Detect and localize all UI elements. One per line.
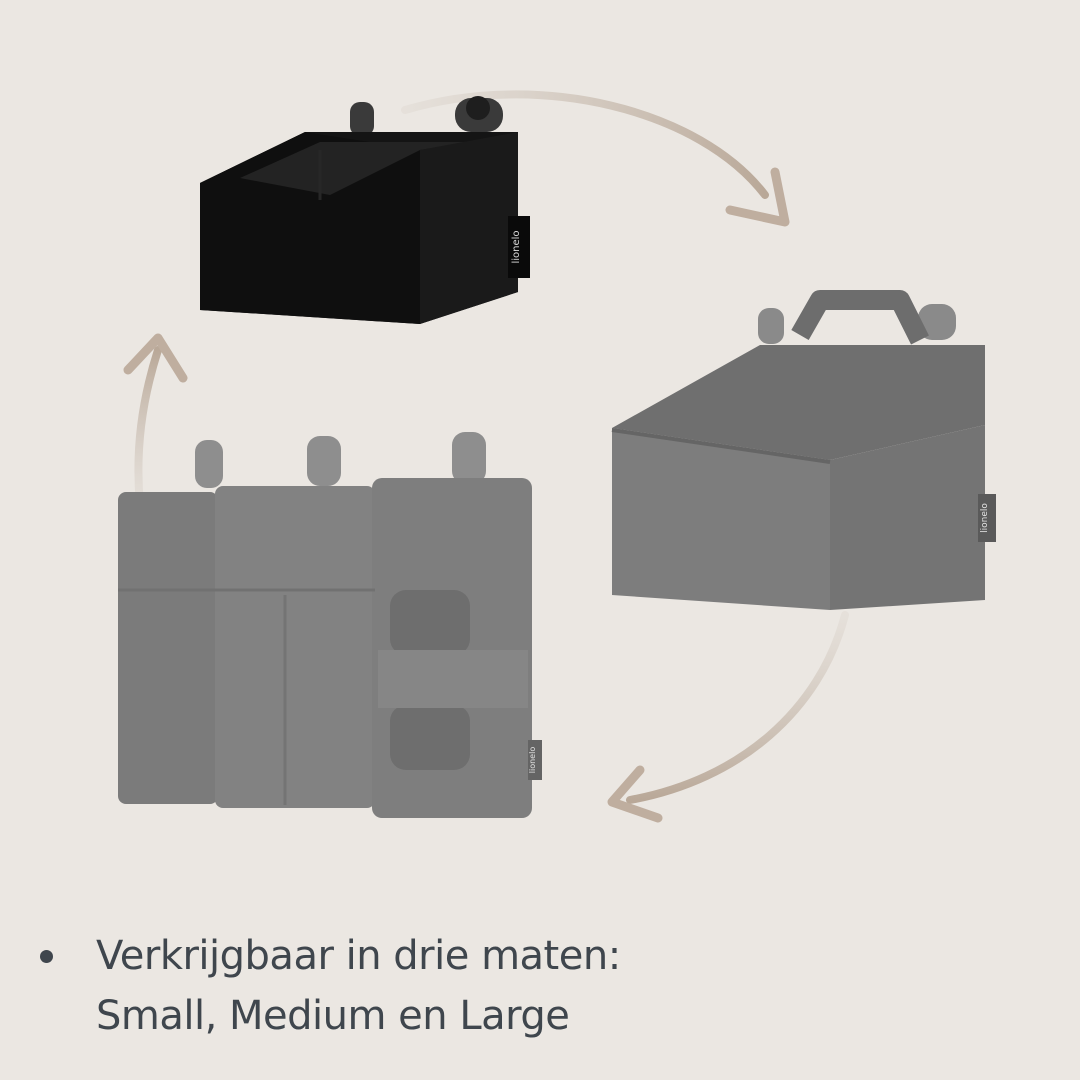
- large-organizer-image: lionelo: [611, 290, 996, 610]
- feature-caption: Verkrijgbaar in drie maten: Small, Mediu…: [40, 926, 1040, 1046]
- caption-line-1: Verkrijgbaar in drie maten:: [40, 926, 1040, 986]
- cycle-arrow-left-top: [123, 333, 188, 509]
- small-organizer-image: lionelo: [200, 96, 530, 324]
- brand-tag: lionelo: [980, 503, 990, 533]
- brand-tag: lionelo: [528, 747, 537, 774]
- cycle-arrow-right-bottom: [607, 611, 849, 823]
- brand-tag: lionelo: [511, 230, 522, 263]
- caption-line-2: Small, Medium en Large: [96, 986, 1040, 1046]
- hanging-clip-icon: [758, 304, 956, 344]
- bullet-icon: [40, 949, 53, 963]
- medium-organizer-image: lionelo: [118, 432, 542, 818]
- cycle-arrow-top-right: [401, 90, 790, 227]
- caption-text-size-list: Small, Medium en Large: [96, 993, 570, 1039]
- hanging-clip-icon: [195, 432, 486, 488]
- hanging-clip-icon: [350, 96, 503, 136]
- caption-text-sizes-intro: Verkrijgbaar in drie maten:: [96, 933, 621, 979]
